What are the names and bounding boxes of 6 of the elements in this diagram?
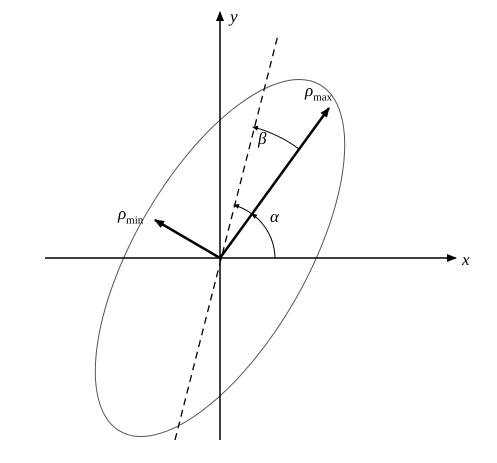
axis-label: x bbox=[462, 251, 470, 268]
angle-label: α bbox=[270, 208, 279, 225]
vector-label: ρ$_{max}$ bbox=[305, 82, 332, 104]
vector-label: ρ$_{min}$ bbox=[118, 205, 144, 226]
angle-label: β bbox=[258, 130, 266, 147]
axis-label: y bbox=[230, 8, 238, 25]
